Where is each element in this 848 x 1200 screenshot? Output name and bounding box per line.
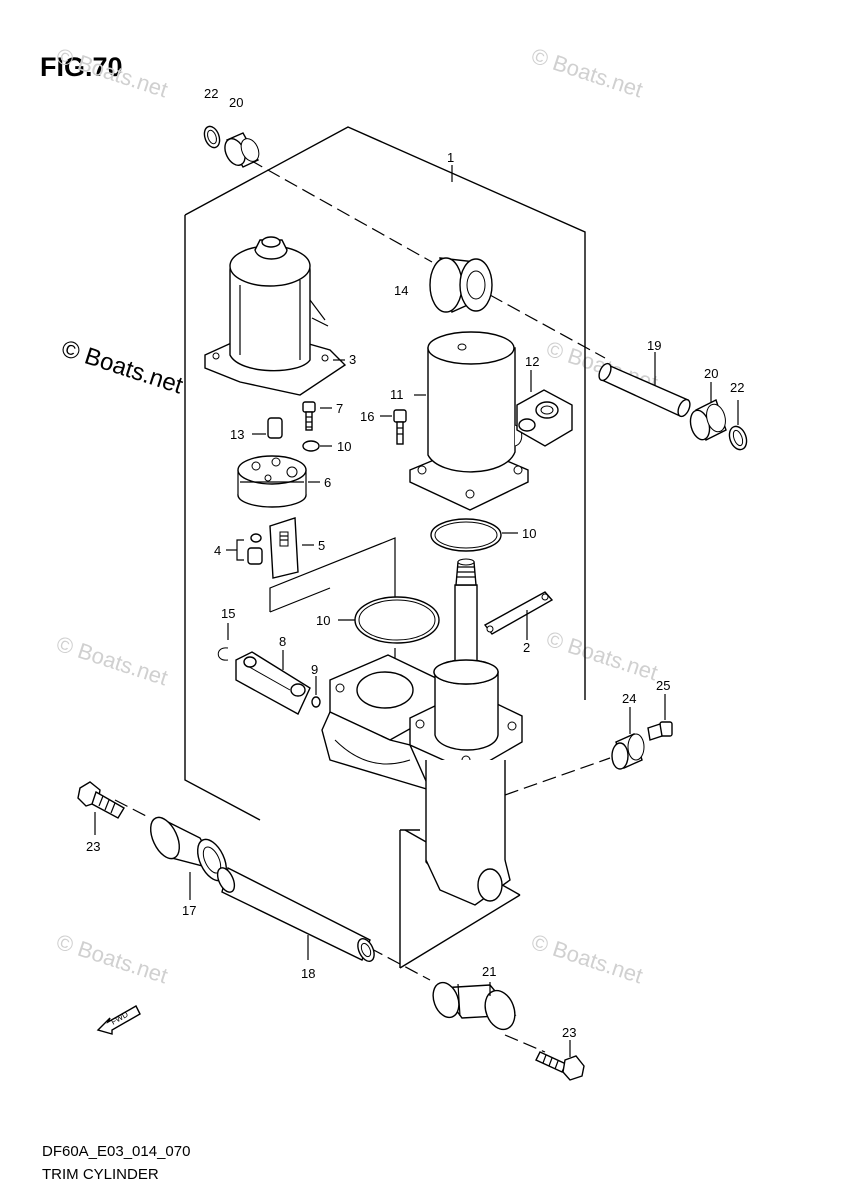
callout-24: 24: [622, 691, 636, 706]
callout-25: 25: [656, 678, 670, 693]
part-25-bolt: [647, 694, 673, 741]
callout-4: 4: [214, 543, 221, 558]
callout-12: 12: [525, 354, 539, 369]
part-19-pin: [598, 352, 691, 418]
part-13-valve: [252, 417, 283, 439]
callout-2: 2: [523, 640, 530, 655]
fwd-arrow: FWD: [96, 1005, 141, 1035]
watermark-top-left: © Boats.net: [53, 43, 170, 102]
callout-9: 9: [311, 662, 318, 677]
part-10-o-ring-small: [302, 440, 332, 452]
part-15-circlip: [217, 623, 229, 661]
part-9-o-ring: [311, 676, 321, 708]
part-16-bolt: [380, 409, 407, 445]
part-21-bushing: [432, 981, 517, 1031]
callout-6: 6: [324, 475, 331, 490]
part-10-o-ring-large: [338, 596, 440, 644]
cylinder-body: [321, 558, 523, 906]
part-7-screw: [302, 401, 332, 431]
callout-7: 7: [336, 401, 343, 416]
callout-10-mid: 10: [522, 526, 536, 541]
part-10-o-ring-mid: [430, 518, 518, 552]
watermark-bottom-left: © Boats.net: [53, 929, 170, 988]
callout-11: 11: [390, 387, 404, 402]
part-14-bushing: [429, 257, 493, 313]
callout-20-right: 20: [704, 366, 718, 381]
part-18-pin: [216, 866, 375, 962]
watermark-bottom-right: © Boats.net: [528, 929, 645, 988]
callout-14: 14: [394, 283, 408, 298]
callout-20-top: 20: [229, 95, 243, 110]
part-8-manual-valve: [235, 650, 311, 715]
watermark-top-right: © Boats.net: [528, 43, 645, 102]
axis-lines: [114, 159, 611, 1053]
callout-10-small: 10: [337, 439, 351, 454]
callout-23-right: 23: [562, 1025, 576, 1040]
callout-8: 8: [279, 634, 286, 649]
part-23-bolt-left: [77, 781, 125, 835]
callout-23-left: 23: [86, 839, 100, 854]
callout-17: 17: [182, 903, 196, 918]
callout-15: 15: [221, 606, 235, 621]
part-6-pump: [237, 455, 320, 508]
part-4-valve-set: [226, 533, 263, 565]
callout-labels: 1 2 3 4 5 6 7 8 9 10 10 10 11 12 13 14 1…: [86, 86, 744, 1040]
part-5-valve-body: [269, 517, 314, 579]
figure-code: DF60A_E03_014_070: [42, 1143, 191, 1160]
watermark-prominent: © Boats.net: [58, 335, 186, 400]
callout-16: 16: [360, 409, 374, 424]
part-17-sleeve: [149, 816, 228, 900]
callout-13: 13: [230, 427, 244, 442]
callout-22-right: 22: [730, 380, 744, 395]
figure-title: FIG.70: [40, 52, 123, 82]
part-20-bushing-right: [689, 382, 727, 441]
callout-19: 19: [647, 338, 661, 353]
part-12-plug: [516, 370, 573, 447]
callout-10-large: 10: [316, 613, 330, 628]
callout-21: 21: [482, 964, 496, 979]
callout-22-top: 22: [204, 86, 218, 101]
part-2-strap: [483, 591, 554, 640]
part-23-bolt-right: [535, 1040, 585, 1081]
part-20-bushing-top: [224, 132, 260, 168]
part-24-collar: [611, 707, 645, 770]
watermarks: © Boats.net © Boats.net © Boats.net © Bo…: [53, 43, 660, 988]
callout-1: 1: [447, 150, 454, 165]
part-22-snap-ring-right: [728, 400, 748, 451]
part-11-reservoir: [409, 331, 529, 511]
watermark-mid-left: © Boats.net: [53, 631, 170, 690]
callout-18: 18: [301, 966, 315, 981]
part-22-snap-ring-top: [203, 125, 221, 149]
callout-3: 3: [349, 352, 356, 367]
callout-5: 5: [318, 538, 325, 553]
watermark-mid-right-2: © Boats.net: [543, 626, 660, 685]
figure-name: TRIM CYLINDER: [42, 1166, 159, 1183]
part-3-trim-motor: [204, 236, 347, 396]
